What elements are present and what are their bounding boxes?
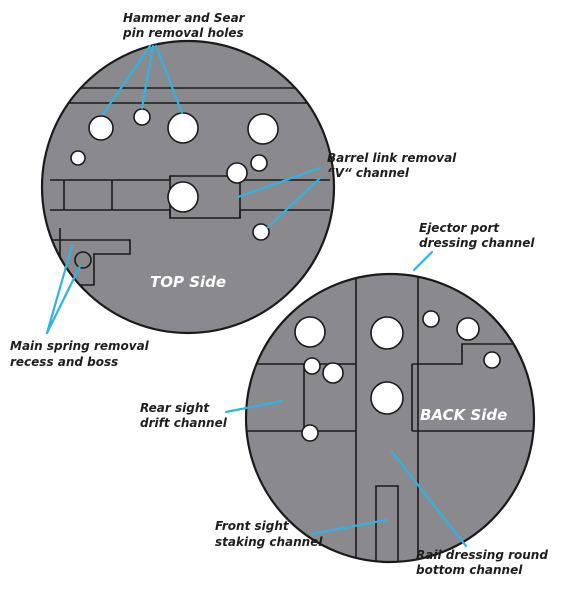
callout-front-sight-line2: staking channel (215, 535, 323, 549)
callout-ejector-port-line1: Ejector port (419, 221, 500, 235)
callout-hammer-sear-line1: Hammer and Sear (123, 11, 246, 25)
barrel-link-hole (167, 181, 199, 213)
callout-front-sight: Front sight staking channel (215, 519, 323, 549)
callout-ejector-port-line2: dressing channel (419, 236, 535, 250)
callout-hammer-sear: Hammer and Sear pin removal holes (122, 11, 246, 40)
left-small-hole (70, 150, 86, 166)
callout-rail-dressing-line1: Rail dressing round (416, 548, 548, 562)
callout-main-spring-line1: Main spring removal (10, 339, 150, 353)
right-hole-1 (250, 154, 268, 172)
back-hole-lower-left (301, 424, 319, 442)
callout-hammer-sear-line2: pin removal holes (122, 26, 244, 40)
callout-ejector-port: Ejector port dressing channel (419, 221, 535, 250)
callout-rear-sight-line1: Rear sight (140, 401, 210, 415)
callout-rail-dressing: Rail dressing round bottom channel (416, 548, 548, 577)
callout-pointers (45, 44, 468, 548)
callout-barrel-link-line1: Barrel link removal (327, 151, 457, 165)
right-large-hole (247, 113, 279, 145)
back-hole-left-mid (322, 362, 344, 384)
right-hole-2 (226, 162, 248, 184)
main-spring-boss (74, 251, 92, 269)
top-plate-channels (42, 87, 330, 286)
lower-right-hole (252, 223, 270, 241)
back-side-label: BACK Side (420, 406, 507, 424)
top-side-plate: TOP Side (40, 39, 336, 335)
back-plate-channels (246, 274, 534, 562)
back-hole-center-large (370, 381, 404, 415)
back-hole-left-small (303, 357, 321, 375)
callout-front-sight-line1: Front sight (215, 519, 290, 533)
back-hole-upper-center (370, 316, 404, 350)
callout-rear-sight: Rear sight drift channel (140, 401, 228, 430)
back-hole-upper-left (294, 316, 326, 348)
callout-rear-sight-line2: drift channel (140, 416, 228, 430)
back-side-plate: BACK Side (244, 272, 536, 564)
back-hole-right-low (483, 351, 501, 369)
callout-barrel-link-line2: “V“ channel (327, 166, 410, 180)
callout-main-spring-line2: recess and boss (10, 355, 118, 369)
callout-main-spring: Main spring removal recess and boss (10, 339, 150, 369)
back-hole-right-small (422, 310, 440, 328)
sear-pin-hole-small (133, 108, 151, 126)
callout-barrel-link: Barrel link removal “V“ channel (327, 151, 457, 180)
sear-pin-hole-large (167, 112, 199, 144)
callout-rail-dressing-line2: bottom channel (416, 563, 523, 577)
hammer-pin-hole (88, 115, 114, 141)
back-hole-right-mid (456, 317, 480, 341)
top-side-label: TOP Side (150, 273, 226, 291)
